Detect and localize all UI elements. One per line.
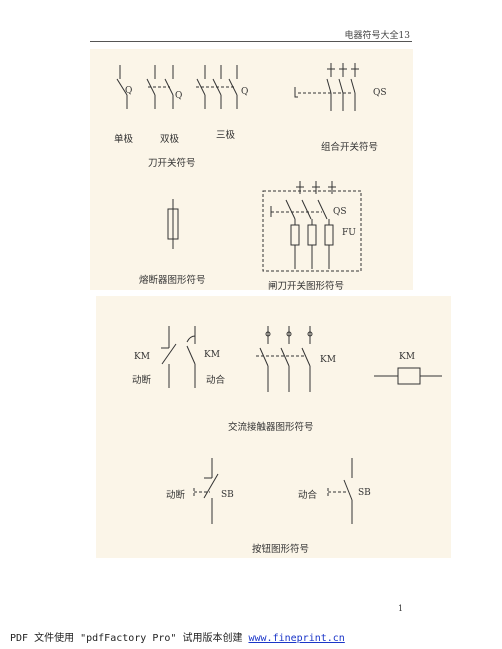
symbols-panel-bottom: KM KM KM KM 动断 动合 交流接触器图形符号 动断 SB 动合 SB … bbox=[96, 296, 451, 558]
knife-switch-label-single: 单极 bbox=[114, 134, 134, 145]
switch-fuse-diagrams bbox=[116, 63, 362, 272]
page-header-rule bbox=[90, 41, 412, 42]
knife-switch-symbol-triple: Q bbox=[241, 87, 249, 97]
contactor-button-diagrams bbox=[161, 326, 442, 524]
fuse-switch-symbol-fu: FU bbox=[342, 228, 356, 238]
contactor-label-nc: 动断 bbox=[132, 375, 152, 386]
combo-switch-symbol: QS bbox=[373, 88, 387, 98]
knife-switch-caption: 刀开关符号 bbox=[148, 158, 196, 169]
button-symbol-nc: SB bbox=[221, 490, 234, 500]
contactor-symbol-main: KM bbox=[320, 355, 336, 365]
button-symbol-no: SB bbox=[358, 488, 371, 498]
contactor-symbol-no: KM bbox=[204, 350, 220, 360]
button-label-no: 动合 bbox=[298, 490, 318, 501]
fuse-caption: 熔断器图形符号 bbox=[139, 275, 206, 286]
knife-switch-label-double: 双极 bbox=[160, 134, 180, 145]
pdf-footer: PDF 文件使用 "pdfFactory Pro" 试用版本创建 www.fin… bbox=[10, 629, 345, 644]
symbols-panel-top: Q Q Q 单极 双极 三极 刀开关符号 QS 组合开关符号 熔断器图形符号 Q… bbox=[90, 49, 413, 292]
page-number: 1 bbox=[398, 604, 404, 613]
contactor-caption: 交流接触器图形符号 bbox=[228, 422, 314, 433]
contactor-symbol-coil: KM bbox=[399, 352, 415, 362]
combo-switch-caption: 组合开关符号 bbox=[321, 142, 379, 153]
knife-switch-label-triple: 三极 bbox=[216, 130, 236, 141]
knife-switch-symbol-single: Q bbox=[125, 86, 133, 96]
button-caption: 按钮图形符号 bbox=[252, 544, 310, 555]
contactor-label-no: 动合 bbox=[206, 375, 226, 386]
fuse-switch-caption: 闸刀开关图形符号 bbox=[268, 281, 345, 292]
fuse-switch-symbol-qs: QS bbox=[333, 207, 347, 217]
page-header-title: 电器符号大全13 bbox=[344, 31, 410, 41]
footer-text: PDF 文件使用 "pdfFactory Pro" 试用版本创建 bbox=[10, 633, 249, 644]
button-label-nc: 动断 bbox=[166, 490, 186, 501]
contactor-symbol-nc: KM bbox=[134, 352, 150, 362]
knife-switch-symbol-double: Q bbox=[175, 91, 183, 101]
footer-link[interactable]: www.fineprint.cn bbox=[248, 633, 345, 644]
